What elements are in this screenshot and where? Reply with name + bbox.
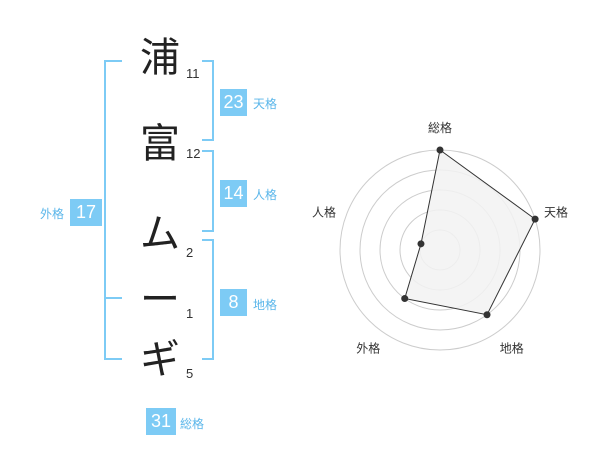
chikaku-bracket — [202, 239, 214, 360]
gaikaku-value: 17 — [70, 199, 102, 226]
tenkaku-label: 天格 — [253, 97, 278, 111]
radar-point — [417, 240, 425, 248]
jinkaku-value: 14 — [220, 180, 247, 207]
stroke-count-2: 12 — [186, 146, 201, 161]
radar-axis-label: 地格 — [500, 341, 524, 356]
gaikaku-label: 外格 — [40, 207, 65, 221]
stroke-count-5: 5 — [186, 366, 194, 381]
chikaku-label: 地格 — [253, 298, 278, 312]
chikaku-value: 8 — [220, 289, 247, 316]
jinkaku-label: 人格 — [253, 188, 278, 202]
radar-area — [404, 149, 536, 316]
radar-axis-label: 人格 — [312, 204, 336, 219]
name-char-4: ー — [140, 277, 180, 323]
tenkaku-bracket — [202, 60, 214, 141]
gaikaku-bracket — [104, 60, 122, 360]
bracket-divider — [104, 297, 122, 299]
radar-point — [436, 146, 444, 154]
soukaku-label: 総格 — [180, 417, 205, 431]
name-char-5: ギ — [140, 337, 180, 383]
jinkaku-bracket — [202, 150, 214, 232]
stroke-count-1: 11 — [186, 66, 200, 81]
tenkaku-value: 23 — [220, 89, 247, 116]
radar-point — [401, 295, 409, 303]
radar-axis-label: 総格 — [428, 120, 452, 135]
radar-axis-label: 外格 — [356, 341, 380, 356]
soukaku-value: 31 — [146, 408, 176, 435]
radar-axis-label: 天格 — [544, 204, 568, 219]
name-char-1: 浦 — [140, 35, 180, 81]
radar-point — [483, 311, 491, 319]
radar-points — [401, 146, 539, 319]
name-char-2: 富 — [140, 121, 180, 167]
name-char-3: ム — [140, 211, 180, 257]
stroke-count-4: 1 — [186, 306, 194, 321]
radar-point — [531, 215, 539, 223]
stroke-count-3: 2 — [186, 245, 194, 260]
